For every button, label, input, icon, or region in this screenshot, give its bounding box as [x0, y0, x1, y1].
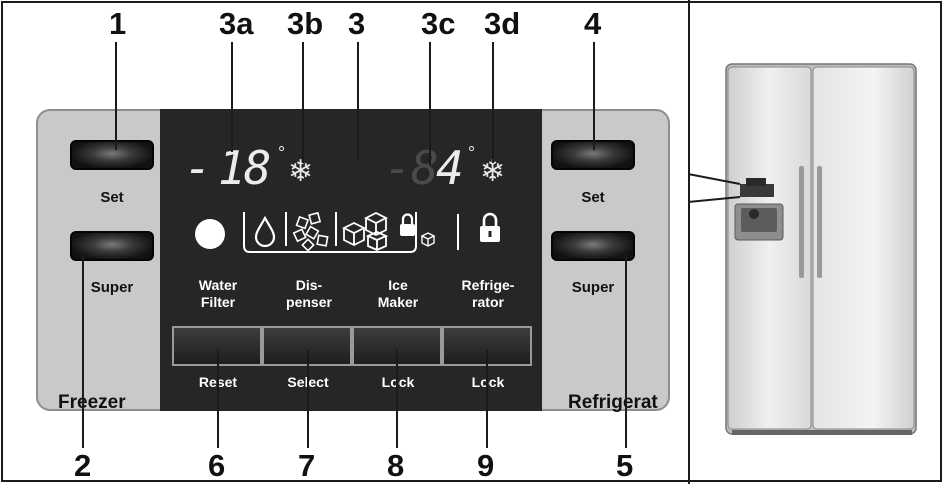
callout-7: 7 [298, 448, 316, 483]
freezer-snowflake-icon: ❄ [288, 155, 314, 188]
ice-maker-lock-button[interactable] [352, 326, 442, 366]
freezer-set-label: Set [100, 189, 124, 206]
ice-maker-lock-icon [400, 213, 436, 247]
water-drop-icon [254, 215, 276, 248]
freezer-set-button[interactable] [70, 140, 154, 170]
ice-cubes-icon [341, 211, 389, 251]
dispenser-bracket [243, 212, 417, 253]
freezer-degree: ° [278, 143, 286, 163]
callout-3c: 3c [421, 6, 456, 41]
fridge-super-button[interactable] [551, 231, 635, 261]
filter-status-icon [195, 219, 225, 249]
callout-2: 2 [74, 448, 92, 483]
callout-3a: 3a [219, 6, 254, 41]
freezer-super-label: Super [90, 279, 134, 296]
fridge-super-label: Super [571, 279, 615, 296]
callout-3b: 3b [287, 6, 324, 41]
callout-3: 3 [348, 6, 366, 41]
dispenser-module [734, 178, 784, 241]
function-label-dispenser: Dis- penser [286, 277, 332, 310]
fridge-inactive-segment: 8 [411, 141, 439, 195]
freezer-minus-segment: - [184, 141, 212, 195]
function-label-water-filter: Water Filter [198, 277, 238, 310]
function-label-refrigerator: Refrige- rator [461, 277, 515, 310]
freezer-zone-label: Freezer [58, 392, 126, 413]
callout-6: 6 [208, 448, 226, 483]
frame-divider [688, 0, 690, 484]
freezer-temperature: 18 [218, 141, 271, 195]
callout-9: 9 [477, 448, 495, 483]
callout-3d: 3d [484, 6, 521, 41]
fridge-temperature: 4 [436, 141, 464, 195]
fridge-degree: ° [468, 143, 476, 163]
fridge-zone-label: Refrigerat [568, 392, 658, 413]
padlock-icon [480, 212, 500, 242]
fridge-body [725, 63, 917, 435]
zoom-callout-lines [688, 173, 741, 203]
callout-4: 4 [584, 6, 602, 41]
fridge-minus-segment: - [384, 141, 412, 195]
status-icons-row [195, 211, 500, 253]
callout-1: 1 [109, 6, 127, 41]
function-label-ice-maker: Ice Maker [377, 277, 419, 310]
callout-5: 5 [616, 448, 634, 483]
crushed-ice-icon [292, 211, 329, 252]
callout-8: 8 [387, 448, 405, 483]
fridge-set-label: Set [581, 189, 605, 206]
fridge-illustration [688, 63, 917, 435]
